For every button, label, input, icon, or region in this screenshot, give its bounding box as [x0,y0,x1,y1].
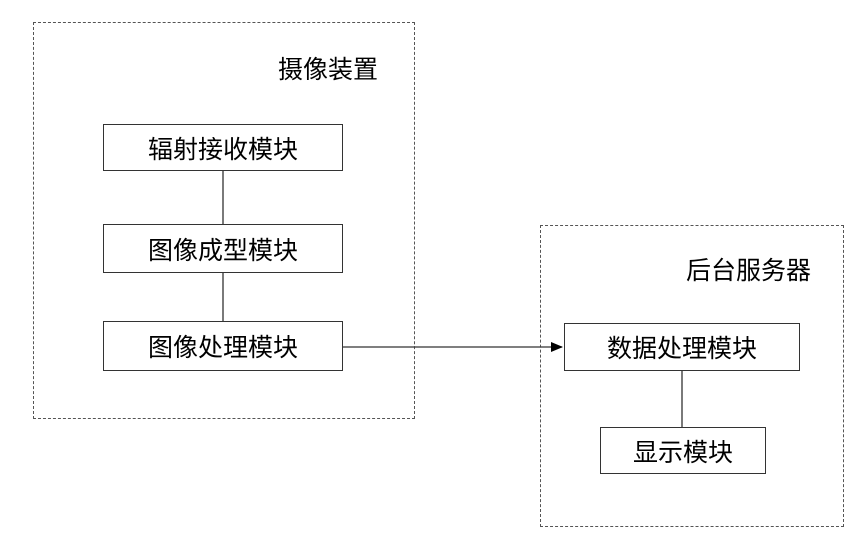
backend-server-group [540,225,844,527]
backend-server-title: 后台服务器 [686,256,812,285]
display-module: 显示模块 [600,427,766,474]
radiation-receiving-module: 辐射接收模块 [103,124,343,171]
camera-device-title: 摄像装置 [278,55,379,84]
camera-device-group [33,22,415,419]
image-forming-module: 图像成型模块 [103,224,343,273]
image-processing-module: 图像处理模块 [103,321,343,371]
data-processing-module: 数据处理模块 [564,323,800,371]
